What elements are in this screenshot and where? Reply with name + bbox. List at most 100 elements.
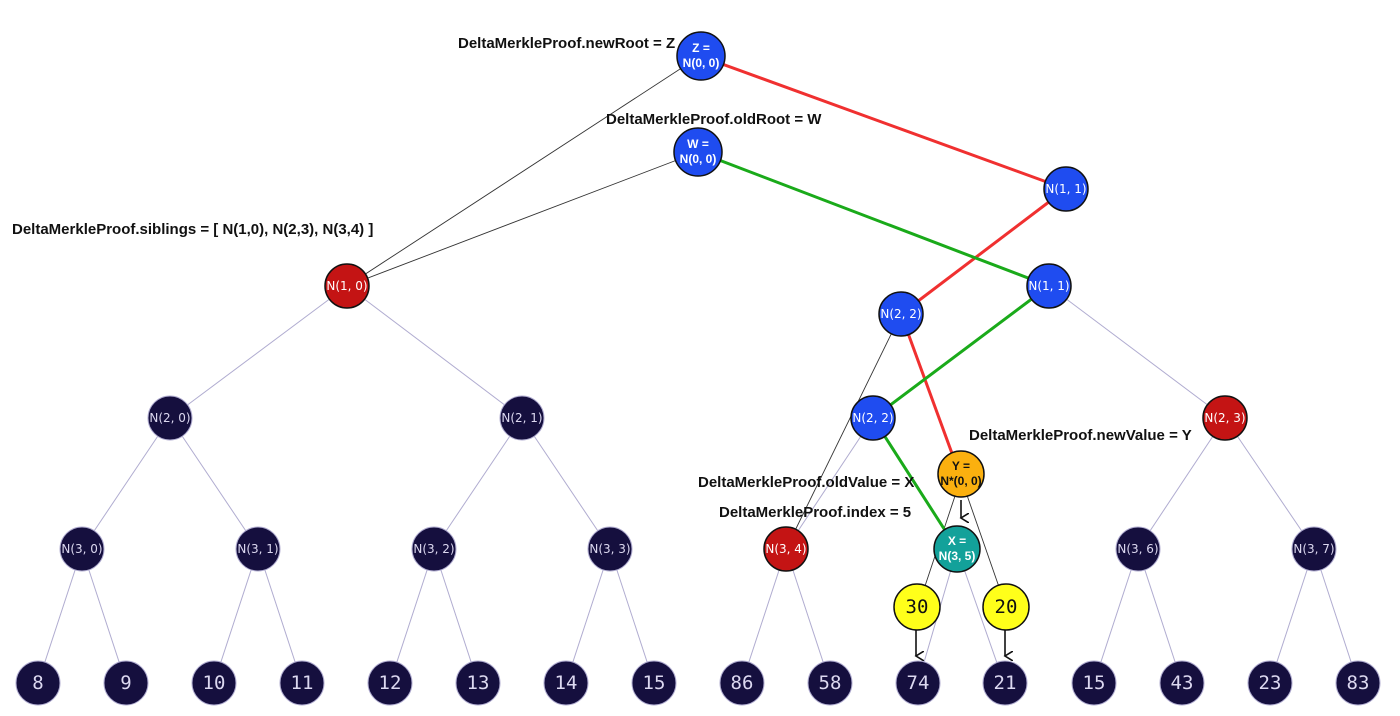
edge-new-root-to-sibling [346,55,701,287]
new-path-edge [900,187,1067,316]
leaf-value: 83 [1347,672,1370,694]
node-input-left[interactable]: 30 [893,583,941,631]
leaf-node[interactable]: 15 [1071,660,1117,706]
old-path [697,150,1050,550]
leaf-value: 10 [203,672,226,694]
leaf-node[interactable]: 11 [279,660,325,706]
node-n11-new[interactable]: N(1, 1) [1043,166,1089,212]
annotation-new-value: DeltaMerkleProof.newValue = Y [969,427,1192,444]
node-n31[interactable]: N(3, 1) [235,526,281,572]
edge [37,548,83,684]
leaf-node[interactable]: 10 [191,660,237,706]
edge [169,285,348,419]
edge [1093,548,1139,684]
edge [389,548,435,684]
node-label: N(3, 3) [589,542,630,556]
node-n32[interactable]: N(3, 2) [411,526,457,572]
leaf-value: 8 [32,672,43,694]
annotation-old-value: DeltaMerkleProof.oldValue = X [698,474,914,491]
edge [433,417,523,550]
node-label: Z = [692,41,710,55]
edge [609,548,655,684]
edge [257,548,303,684]
node-n36[interactable]: N(3, 6) [1115,526,1161,572]
leaf-node[interactable]: 58 [807,660,853,706]
leaf-node[interactable]: 43 [1159,660,1205,706]
node-old-root[interactable]: W = N(0, 0) [673,127,723,177]
node-n22-new[interactable]: N(2, 2) [878,291,924,337]
leaf-value: 14 [555,672,578,694]
leaf-node[interactable]: 13 [455,660,501,706]
leaf-value: 13 [467,672,490,694]
leaf-value: 23 [1259,672,1282,694]
node-n21[interactable]: N(2, 1) [499,395,545,441]
edge [81,417,171,550]
node-n11-old[interactable]: N(1, 1) [1026,263,1072,309]
leaf-value: 74 [907,672,930,694]
leaf-node[interactable]: 9 [103,660,149,706]
leaf-node[interactable]: 74 [895,660,941,706]
edge [346,285,523,419]
edge [1048,285,1226,419]
edge [785,417,874,550]
edge [741,548,787,684]
leaf-value: 43 [1171,672,1194,694]
node-label: N(2, 0) [149,411,190,425]
node-input-right[interactable]: 20 [982,583,1030,631]
node-label: 20 [995,596,1018,618]
leaf-value: 15 [643,672,666,694]
node-n34-sibling[interactable]: N(3, 4) [763,526,809,572]
edge [1313,548,1359,684]
leaf-node[interactable]: 12 [367,660,413,706]
old-path-edge [872,284,1050,420]
node-label: W = [687,137,709,151]
node-label: N(2, 3) [1204,411,1245,425]
old-path-edge [697,150,1050,288]
leaf-node[interactable]: 83 [1335,660,1381,706]
leaf-value: 58 [819,672,842,694]
node-new-root[interactable]: Z = N(0, 0) [676,31,726,81]
leaf-value: 86 [731,672,754,694]
leaf-node[interactable]: 23 [1247,660,1293,706]
node-label: N(1, 1) [1028,279,1069,293]
leaf-value: 11 [291,672,314,694]
node-label: N(3, 0) [61,542,102,556]
node-label: N(3, 4) [765,542,806,556]
node-label: N(2, 2) [852,411,893,425]
node-n20[interactable]: N(2, 0) [147,395,193,441]
node-new-value[interactable]: Y = N*(0, 0) [937,450,985,498]
node-label: N(3, 5) [939,549,976,563]
edge [433,548,479,684]
new-path-edge [899,313,963,479]
edge [81,548,127,684]
leaf-node[interactable]: 21 [982,660,1028,706]
node-n22-old[interactable]: N(2, 2) [850,395,896,441]
node-n30[interactable]: N(3, 0) [59,526,105,572]
node-n10-sibling[interactable]: N(1, 0) [324,263,370,309]
edge [565,548,611,684]
node-n37[interactable]: N(3, 7) [1291,526,1337,572]
node-old-value[interactable]: X = N(3, 5) [933,525,981,573]
node-n33[interactable]: N(3, 3) [587,526,633,572]
annotation-index: DeltaMerkleProof.index = 5 [719,504,911,521]
edge [1137,548,1183,684]
leaf-node[interactable]: 15 [631,660,677,706]
node-label: N(3, 2) [413,542,454,556]
leaf-row: 8 9 10 11 12 13 14 15 86 58 74 21 15 43 23 83 [15,660,1381,706]
edge-n22-to-n34 [785,313,902,550]
leaf-value: 9 [120,672,131,694]
leaf-node[interactable]: 86 [719,660,765,706]
node-label: N*(0, 0) [940,474,981,488]
annotation-new-root: DeltaMerkleProof.newRoot = Z [458,35,675,52]
node-label: N(3, 1) [237,542,278,556]
node-label: N(0, 0) [683,56,720,70]
leaf-value: 21 [994,672,1017,694]
annotation-old-root: DeltaMerkleProof.oldRoot = W [606,111,822,128]
new-path [699,54,1067,479]
node-n23-sibling[interactable]: N(2, 3) [1202,395,1248,441]
leaf-node[interactable]: 8 [15,660,61,706]
edge [1269,548,1315,684]
edge-old-root-to-sibling [346,151,699,287]
leaf-node[interactable]: 14 [543,660,589,706]
